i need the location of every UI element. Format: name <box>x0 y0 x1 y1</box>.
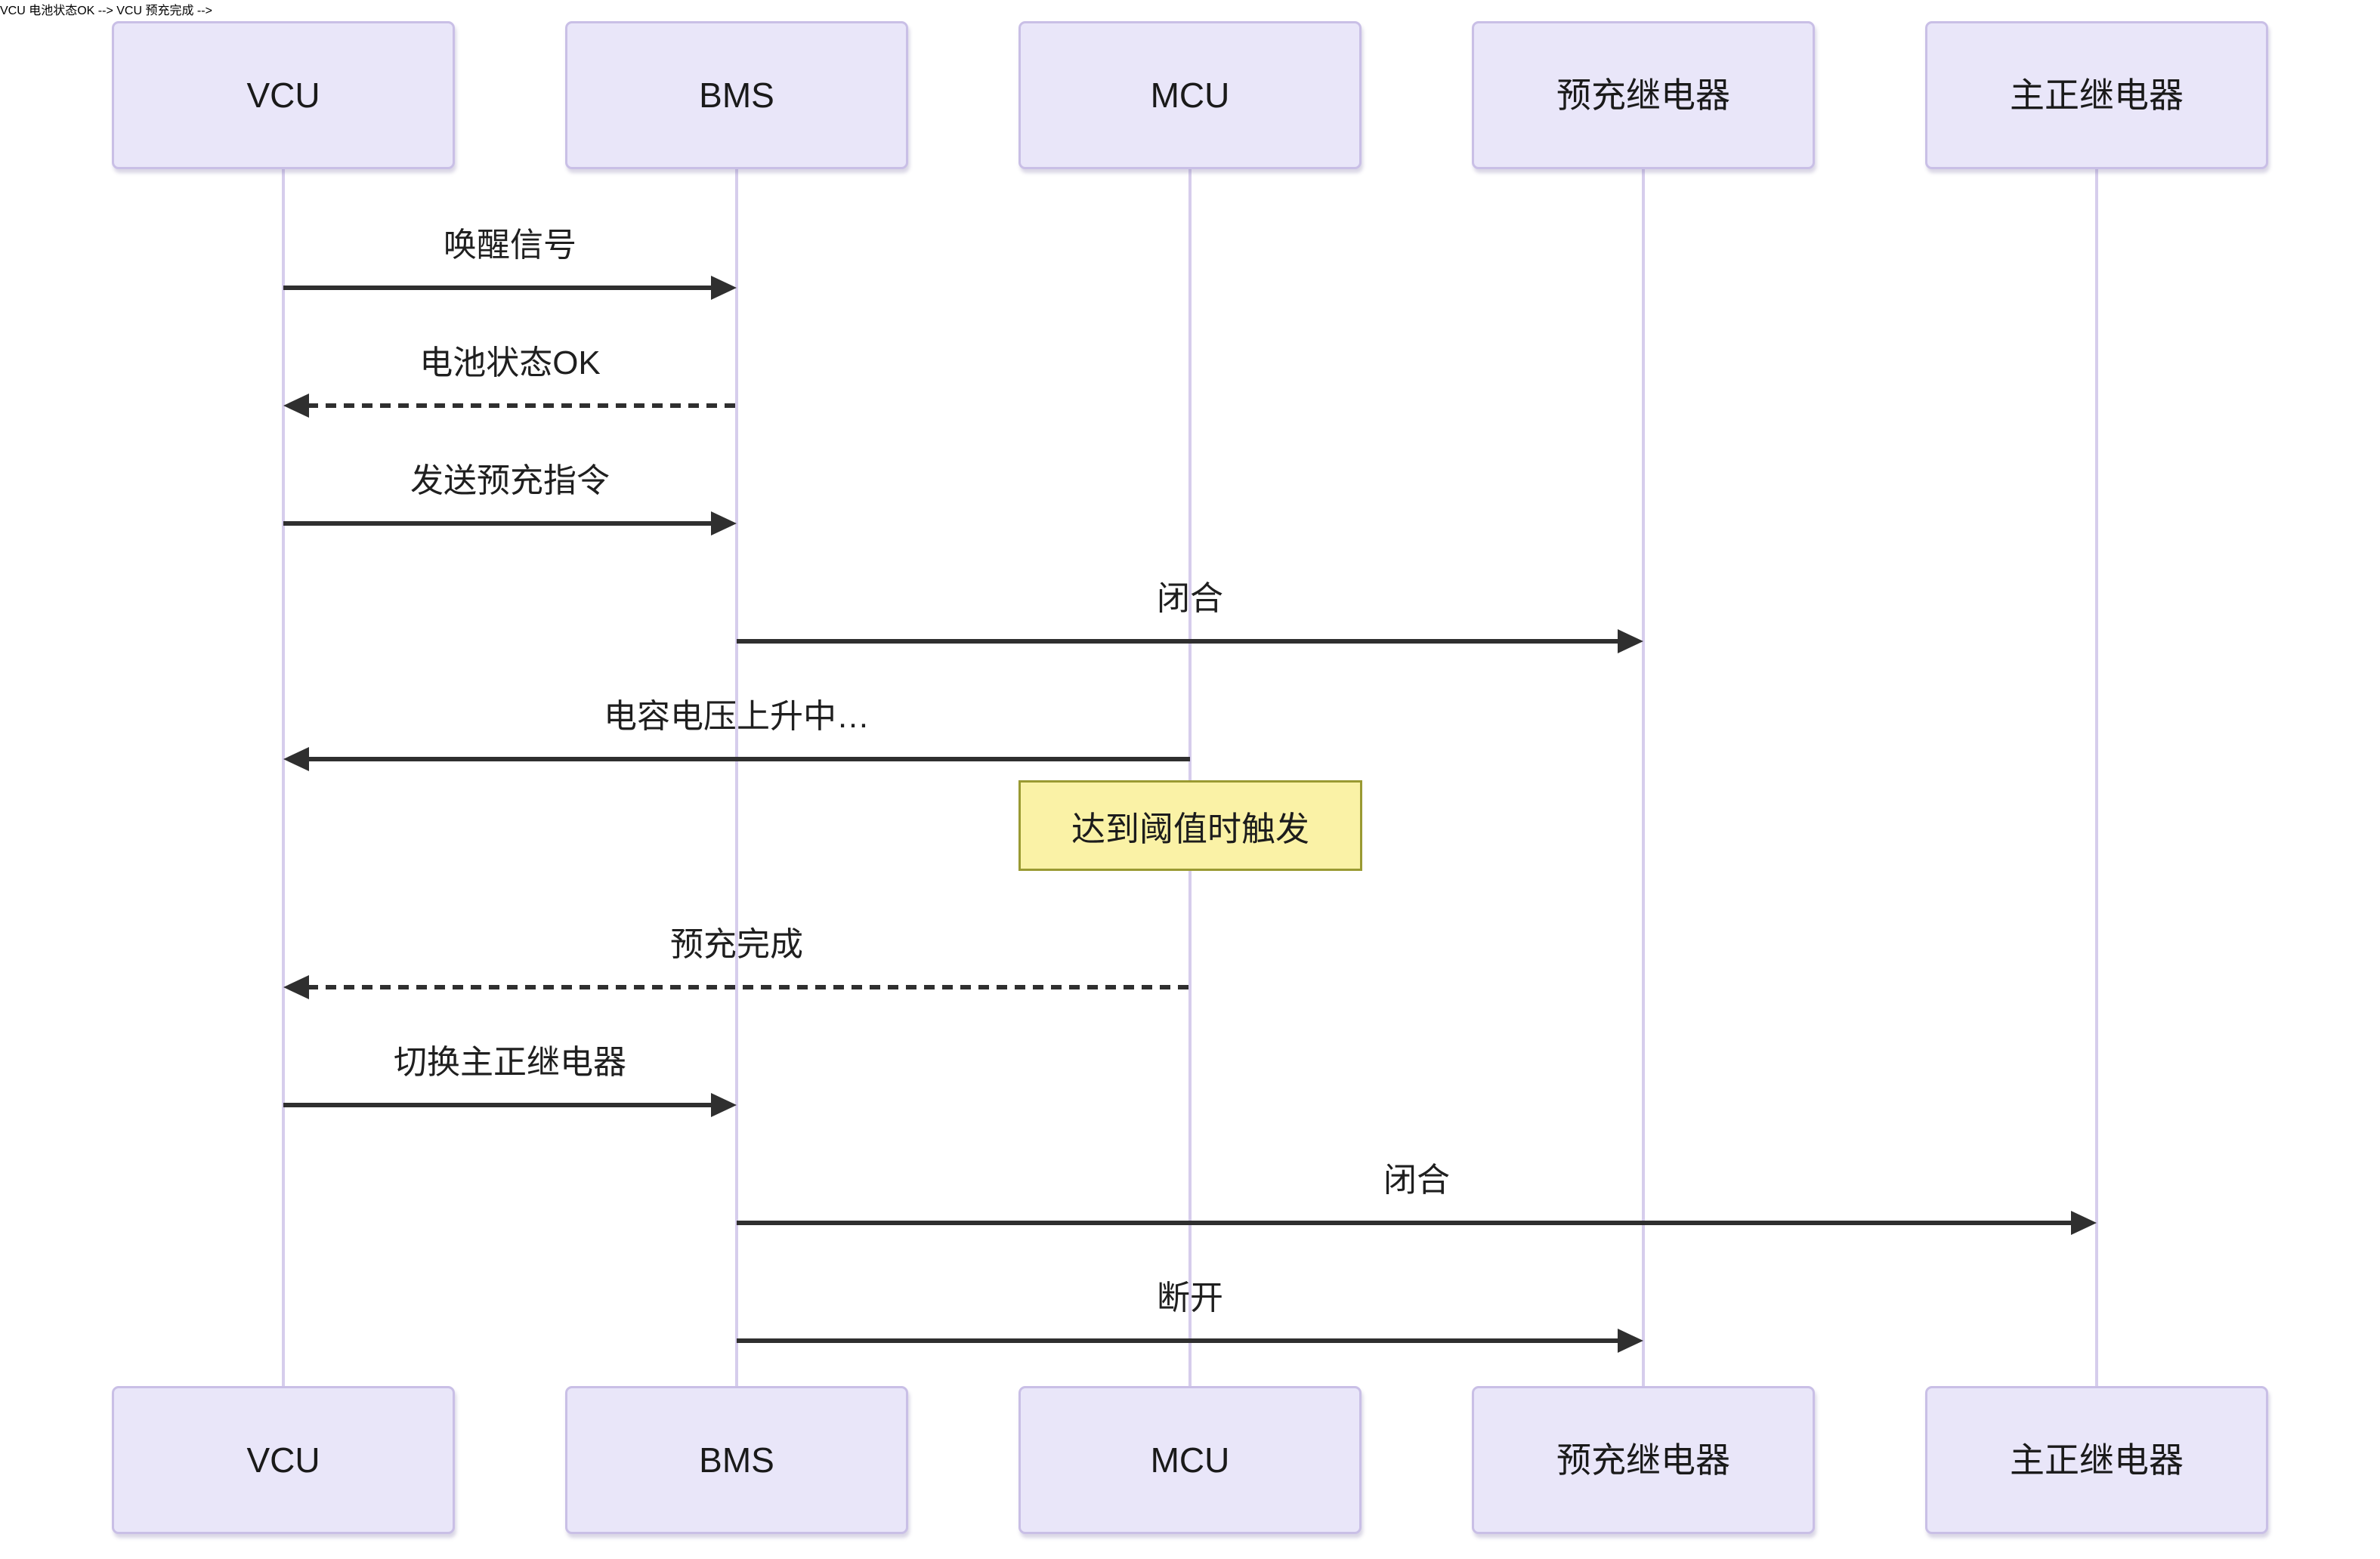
message-line <box>308 403 737 408</box>
message-label: 闭合 <box>1157 580 1223 617</box>
participant-vcu-bottom: VCU <box>112 1386 455 1534</box>
lifeline-main-positive-relay <box>2095 169 2098 1386</box>
message-label: 电容电压上升中… <box>604 698 870 735</box>
participant-label: 主正继电器 <box>2010 1440 2184 1480</box>
participant-label: 主正继电器 <box>2010 76 2184 115</box>
participant-label: MCU <box>1150 76 1230 115</box>
participant-bms-bottom: BMS <box>565 1386 908 1534</box>
participant-label: BMS <box>699 76 774 115</box>
lifeline-vcu <box>282 169 285 1386</box>
message-label: 唤醒信号 <box>444 227 576 264</box>
message-line <box>737 1221 2074 1225</box>
arrowhead-icon <box>711 1093 737 1117</box>
participant-label: BMS <box>699 1440 774 1480</box>
message-label: 断开 <box>1157 1280 1223 1317</box>
arrowhead-icon <box>711 511 737 536</box>
lifeline-precharge-relay <box>1642 169 1645 1386</box>
message-line <box>737 1338 1621 1343</box>
message-label: 发送预充指令 <box>410 462 610 499</box>
arrowhead-icon <box>283 394 309 418</box>
arrowhead-icon <box>1618 629 1643 653</box>
message-label: 预充完成 <box>670 926 803 963</box>
note-text: 达到阈值时触发 <box>1071 809 1309 848</box>
message-label: 闭合 <box>1383 1162 1450 1199</box>
participant-label: 预充继电器 <box>1556 1440 1730 1480</box>
message-line <box>308 985 1190 989</box>
lifeline-mcu <box>1188 169 1192 1386</box>
participant-mcu-bottom: MCU <box>1018 1386 1362 1534</box>
participant-mcu-top: MCU <box>1018 21 1362 169</box>
message-line <box>308 757 1190 761</box>
participant-label: 预充继电器 <box>1556 76 1730 115</box>
message-line <box>283 1103 714 1107</box>
message-line <box>283 521 714 526</box>
arrowhead-icon <box>1618 1329 1643 1353</box>
message-label: 切换主正继电器 <box>394 1044 626 1081</box>
participant-label: MCU <box>1150 1440 1230 1480</box>
participant-main-positive-relay-bottom: 主正继电器 <box>1925 1386 2268 1534</box>
participant-bms-top: BMS <box>565 21 908 169</box>
message-line <box>283 286 714 290</box>
arrowhead-icon <box>283 975 309 999</box>
participant-precharge-relay-top: 预充继电器 <box>1472 21 1815 169</box>
message-label: 电池状态OK <box>419 344 601 381</box>
arrowhead-icon <box>283 747 309 771</box>
participant-label: VCU <box>246 1440 320 1480</box>
participant-vcu-top: VCU <box>112 21 455 169</box>
arrowhead-icon <box>711 276 737 300</box>
note: 达到阈值时触发 <box>1018 780 1362 871</box>
lifeline-bms <box>735 169 738 1386</box>
message-line <box>737 639 1621 644</box>
participant-label: VCU <box>246 76 320 115</box>
arrowhead-icon <box>2071 1211 2097 1235</box>
participant-precharge-relay-bottom: 预充继电器 <box>1472 1386 1815 1534</box>
participant-main-positive-relay-top: 主正继电器 <box>1925 21 2268 169</box>
